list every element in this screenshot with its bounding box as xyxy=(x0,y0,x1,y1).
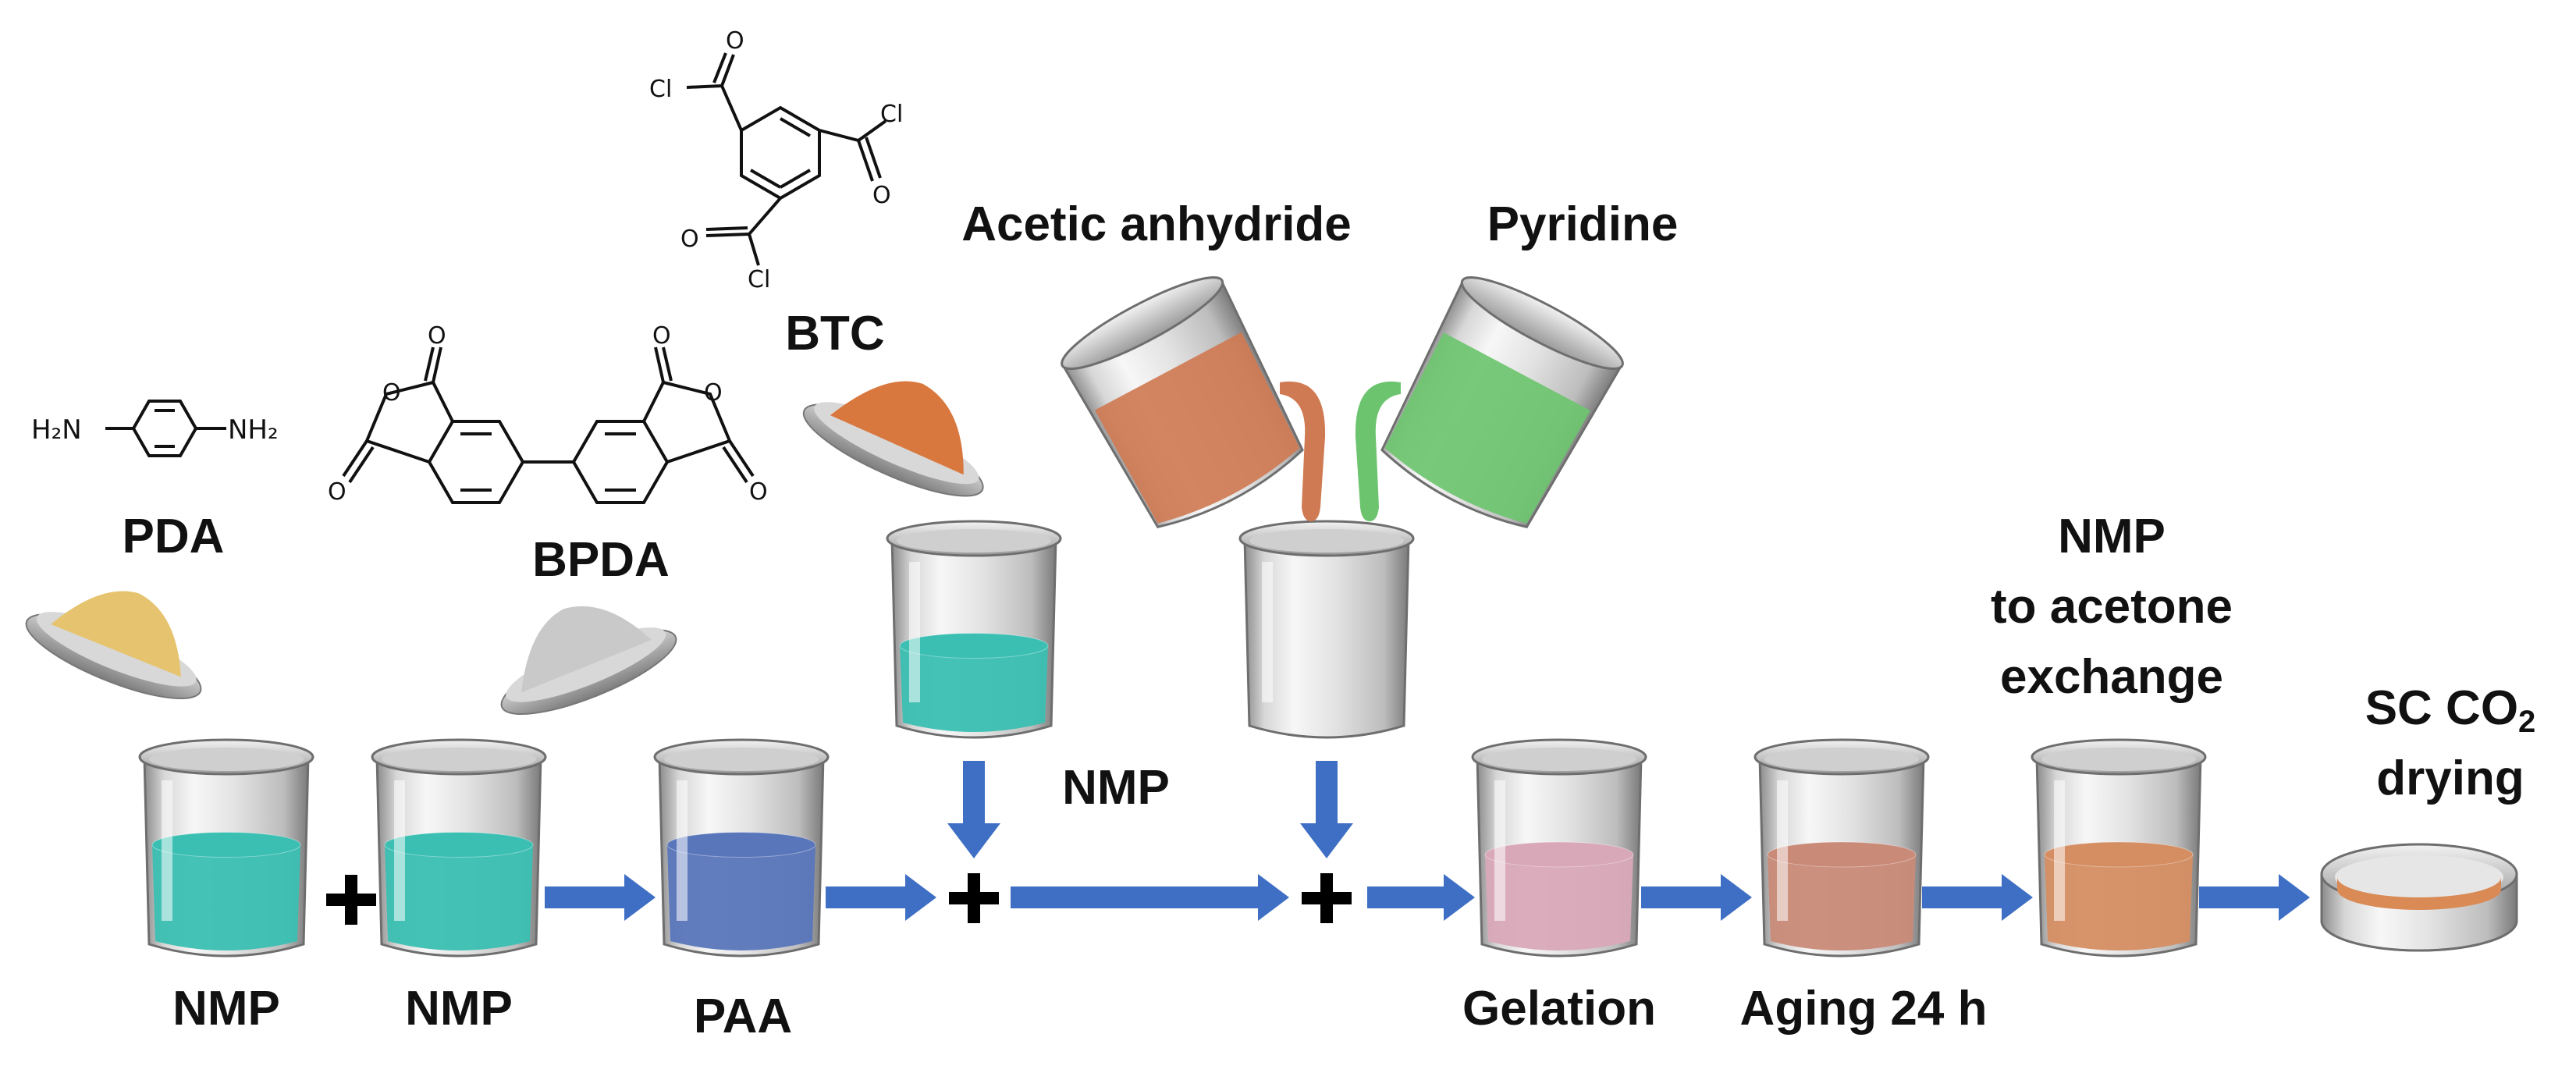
btc-o-label: O xyxy=(726,27,744,55)
btc-label: BTC xyxy=(785,307,884,361)
arrow-right xyxy=(1367,874,1475,921)
exchange-beaker xyxy=(2031,738,2207,958)
nmp-label-3: NMP xyxy=(1062,761,1170,815)
pda-nh2-label: NH₂ xyxy=(228,414,279,446)
bpda-o-label: O xyxy=(328,478,346,506)
arrow-right xyxy=(2199,874,2310,921)
arrow-right xyxy=(826,874,936,921)
pda-label: PDA xyxy=(123,510,225,563)
acetic-anhydride-pouring-beaker xyxy=(1061,276,1304,528)
nmp-beaker-3 xyxy=(886,520,1062,739)
liquid xyxy=(900,645,1048,732)
exchange-label-line2: to acetone xyxy=(1991,580,2233,634)
bpda-o-label: O xyxy=(382,379,401,407)
gelation-label: Gelation xyxy=(1462,982,1656,1036)
exchange-label-line3: exchange xyxy=(2000,650,2223,704)
drying-label-line2: drying xyxy=(2376,751,2524,805)
paa-label: PAA xyxy=(694,990,792,1043)
btc-o-label: O xyxy=(680,226,699,253)
liquid xyxy=(2045,854,2193,950)
bpda-powder-dish xyxy=(500,606,677,715)
nmp-label-2: NMP xyxy=(405,982,513,1036)
btc-cl-label: Cl xyxy=(880,101,903,128)
gelation-beaker xyxy=(1471,738,1647,958)
aging-label: Aging 24 h xyxy=(1740,982,1988,1036)
exchange-label-line1: NMP xyxy=(2058,510,2166,563)
bpda-o-label: O xyxy=(428,322,446,350)
aging-beaker xyxy=(1753,738,1930,958)
arrow-down xyxy=(947,761,1000,858)
arrow-down xyxy=(1300,761,1353,858)
bpda-structure xyxy=(342,346,755,504)
drying-dish xyxy=(2320,843,2518,952)
liquid xyxy=(1768,854,1916,950)
plus-sign xyxy=(326,875,376,925)
bpda-o-label: O xyxy=(652,322,671,350)
liquid xyxy=(152,844,300,950)
pyridine-stream xyxy=(1355,381,1401,521)
acetic-anhydride-stream xyxy=(1280,381,1326,521)
btc-powder-dish xyxy=(802,381,984,497)
liquid-surface xyxy=(2044,841,2194,868)
liquid-surface xyxy=(899,633,1049,659)
arrow-right xyxy=(545,874,656,921)
nmp-beaker-1 xyxy=(138,738,314,958)
liquid-surface xyxy=(666,832,816,858)
liquid xyxy=(385,844,533,950)
nmp-label-1: NMP xyxy=(172,982,280,1036)
arrow-right xyxy=(1641,874,1752,921)
arrow-right-long xyxy=(1011,874,1289,921)
btc-cl-label: Cl xyxy=(649,76,672,103)
drying-label-line1: SC CO2 xyxy=(2365,681,2536,739)
btc-structure xyxy=(686,52,887,266)
bpda-o-label: O xyxy=(749,478,768,506)
liquid-surface xyxy=(151,832,301,858)
liquid-surface xyxy=(1767,841,1917,868)
pyridine-label: Pyridine xyxy=(1487,197,1679,251)
btc-cl-label: Cl xyxy=(748,266,770,293)
acetic-anhydride-label: Acetic anhydride xyxy=(961,197,1352,251)
nmp-beaker-2 xyxy=(371,738,547,958)
liquid-surface xyxy=(384,832,534,858)
pyridine-pouring-beaker xyxy=(1380,276,1624,528)
pda-h2n-label: H₂N xyxy=(31,414,82,446)
bpda-o-label: O xyxy=(704,379,723,407)
bpda-label: BPDA xyxy=(532,533,670,587)
pda-structure xyxy=(105,400,226,457)
pda-powder-dish xyxy=(25,591,202,699)
plus-sign xyxy=(949,873,999,923)
drying-subscript: 2 xyxy=(2518,705,2535,739)
liquid-surface xyxy=(1484,841,1634,868)
paa-beaker xyxy=(653,738,830,958)
plus-sign xyxy=(1302,873,1352,923)
arrow-right xyxy=(1922,874,2033,921)
btc-o-label: O xyxy=(872,182,891,209)
empty-beaker xyxy=(1238,520,1415,739)
liquid xyxy=(1485,854,1633,950)
liquid xyxy=(667,844,815,950)
